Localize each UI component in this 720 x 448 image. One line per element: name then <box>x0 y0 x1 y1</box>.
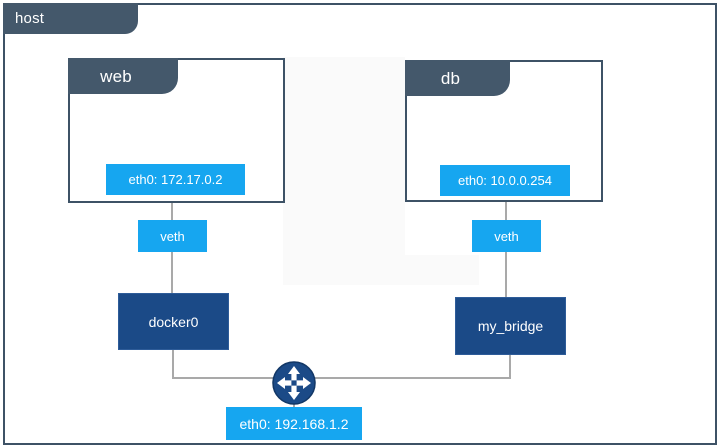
container-db-tab: db <box>405 60 510 96</box>
interface-host-eth0[interactable]: eth0: 192.168.1.2 <box>226 407 362 440</box>
interface-web-eth0[interactable]: eth0: 172.17.0.2 <box>106 164 245 195</box>
veth-right[interactable]: veth <box>472 220 541 252</box>
container-web-label: web <box>100 66 132 86</box>
container-web-tab: web <box>68 58 178 94</box>
router-icon[interactable] <box>272 361 316 405</box>
host-tab-label: host <box>15 10 45 27</box>
container-db-label: db <box>440 68 461 88</box>
connector-bus-horizontal <box>172 377 510 379</box>
veth-left[interactable]: veth <box>138 220 207 252</box>
connector-docker0-to-bus <box>172 350 174 379</box>
connector-mybridge-to-bus <box>509 355 511 379</box>
bridge-docker0[interactable]: docker0 <box>118 293 229 350</box>
connector-veth-to-docker0 <box>171 252 173 293</box>
interface-db-eth0[interactable]: eth0: 10.0.0.254 <box>440 165 570 196</box>
host-tab: host <box>3 3 138 34</box>
bridge-my-bridge[interactable]: my_bridge <box>455 297 566 355</box>
connector-db-to-veth <box>505 202 507 220</box>
connector-veth-to-mybridge <box>505 252 507 297</box>
connector-web-to-veth <box>171 203 173 220</box>
